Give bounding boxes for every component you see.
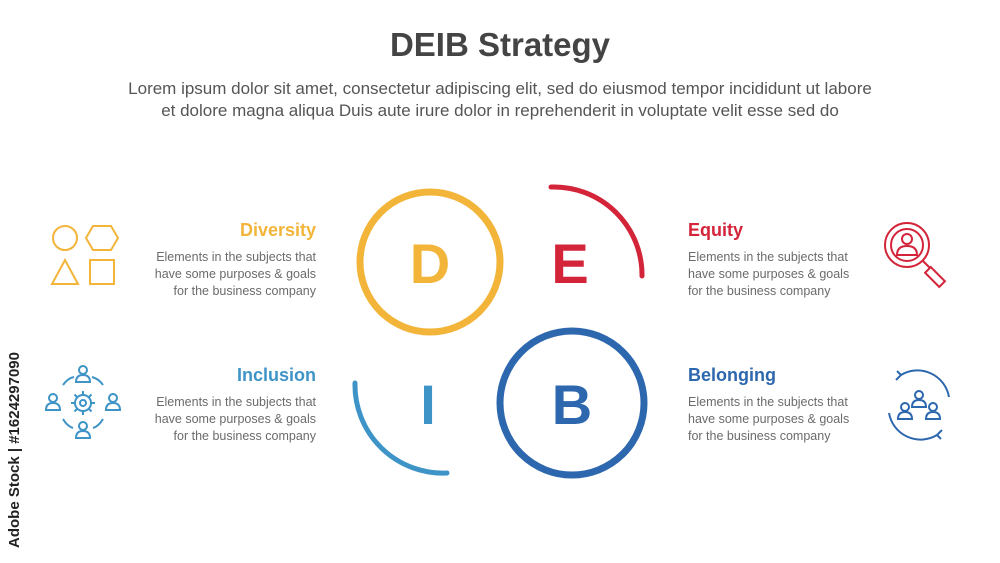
equity-heading: Equity bbox=[688, 220, 744, 240]
diversity-desc-line: have some purposes & goals bbox=[154, 267, 316, 281]
equity-description: Elements in the subjects that have some … bbox=[688, 249, 898, 300]
belonging-heading: Belonging bbox=[688, 365, 776, 385]
belonging-description: Elements in the subjects that have some … bbox=[688, 394, 898, 445]
diversity-block: Diversity Elements in the subjects that … bbox=[106, 220, 316, 300]
letter-b: B bbox=[552, 373, 592, 436]
inclusion-arc bbox=[352, 380, 450, 476]
team-gear-cycle-icon bbox=[44, 365, 122, 439]
belonging-block: Belonging Elements in the subjects that … bbox=[688, 365, 898, 445]
belonging-desc-line: for the business company bbox=[688, 429, 831, 443]
diversity-circle bbox=[356, 188, 504, 336]
equity-arc bbox=[548, 184, 645, 279]
shapes-icon bbox=[50, 225, 120, 285]
equity-block: Equity Elements in the subjects that hav… bbox=[688, 220, 898, 300]
equity-desc-line: for the business company bbox=[688, 284, 831, 298]
user-search-icon bbox=[884, 222, 947, 289]
page-title: DEIB Strategy bbox=[389, 26, 611, 63]
inclusion-block: Inclusion Elements in the subjects that … bbox=[106, 365, 316, 445]
inclusion-heading: Inclusion bbox=[236, 365, 316, 385]
equity-desc-line: have some purposes & goals bbox=[688, 267, 850, 281]
equity-desc-line: Elements in the subjects that bbox=[688, 250, 848, 264]
stock-watermark: Adobe Stock | #1624297090 bbox=[6, 352, 23, 548]
belonging-desc-line: have some purposes & goals bbox=[688, 412, 850, 426]
letter-d: D bbox=[410, 232, 450, 295]
diversity-desc-line: Elements in the subjects that bbox=[156, 250, 316, 264]
subtitle-line-1: Lorem ipsum dolor sit amet, consectetur … bbox=[128, 79, 872, 98]
letter-e: E bbox=[551, 232, 588, 295]
group-cycle-icon bbox=[888, 369, 950, 441]
diversity-heading: Diversity bbox=[239, 220, 316, 240]
diversity-desc-line: for the business company bbox=[173, 284, 316, 298]
subtitle-line-2: et dolore magna aliqua Duis aute irure d… bbox=[161, 101, 839, 120]
inclusion-desc-line: have some purposes & goals bbox=[154, 412, 316, 426]
diversity-description: Elements in the subjects that have some … bbox=[106, 249, 316, 300]
inclusion-desc-line: Elements in the subjects that bbox=[156, 395, 316, 409]
inclusion-desc-line: for the business company bbox=[173, 429, 316, 443]
belonging-desc-line: Elements in the subjects that bbox=[688, 395, 848, 409]
belonging-circle bbox=[496, 327, 648, 479]
page-subtitle: Lorem ipsum dolor sit amet, consectetur … bbox=[30, 78, 970, 122]
letter-i: I bbox=[420, 373, 436, 436]
inclusion-description: Elements in the subjects that have some … bbox=[106, 394, 316, 445]
